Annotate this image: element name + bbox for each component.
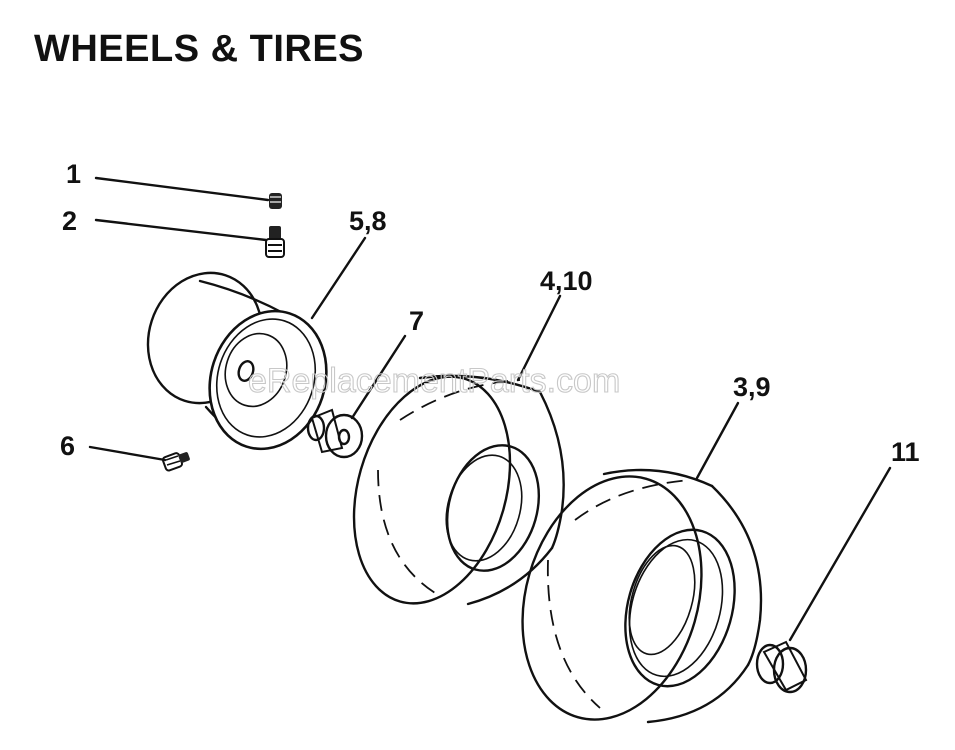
callout-4-10: 4,10 — [540, 266, 593, 296]
callout-11: 11 — [891, 437, 920, 467]
leader-line-5-8 — [310, 236, 367, 320]
part-rim — [146, 271, 328, 451]
callout-7: 7 — [409, 306, 424, 336]
callout-5-8: 5,8 — [349, 206, 387, 236]
callout-3-9: 3,9 — [733, 372, 771, 402]
leader-line-7 — [350, 334, 407, 420]
callout-2: 2 — [62, 206, 77, 236]
watermark-text: eReplacementParts.com — [248, 362, 620, 400]
page-title: WHEELS & TIRES — [34, 28, 365, 70]
leader-line-1 — [94, 176, 270, 202]
callout-6: 6 — [60, 431, 75, 461]
leader-line-11 — [788, 466, 892, 642]
leader-line-2 — [94, 218, 268, 242]
part-front-tire — [352, 374, 565, 606]
callout-1: 1 — [66, 159, 81, 189]
leader-line-4-10 — [516, 294, 562, 382]
part-valve-cap — [269, 193, 282, 209]
part-bolt — [161, 452, 190, 472]
part-hub-cap — [755, 640, 808, 694]
leader-line-6 — [88, 445, 167, 462]
part-rear-tire — [521, 468, 763, 724]
part-bushing — [306, 408, 364, 459]
part-valve-stem — [265, 226, 285, 258]
leader-line-3-9 — [695, 401, 740, 480]
